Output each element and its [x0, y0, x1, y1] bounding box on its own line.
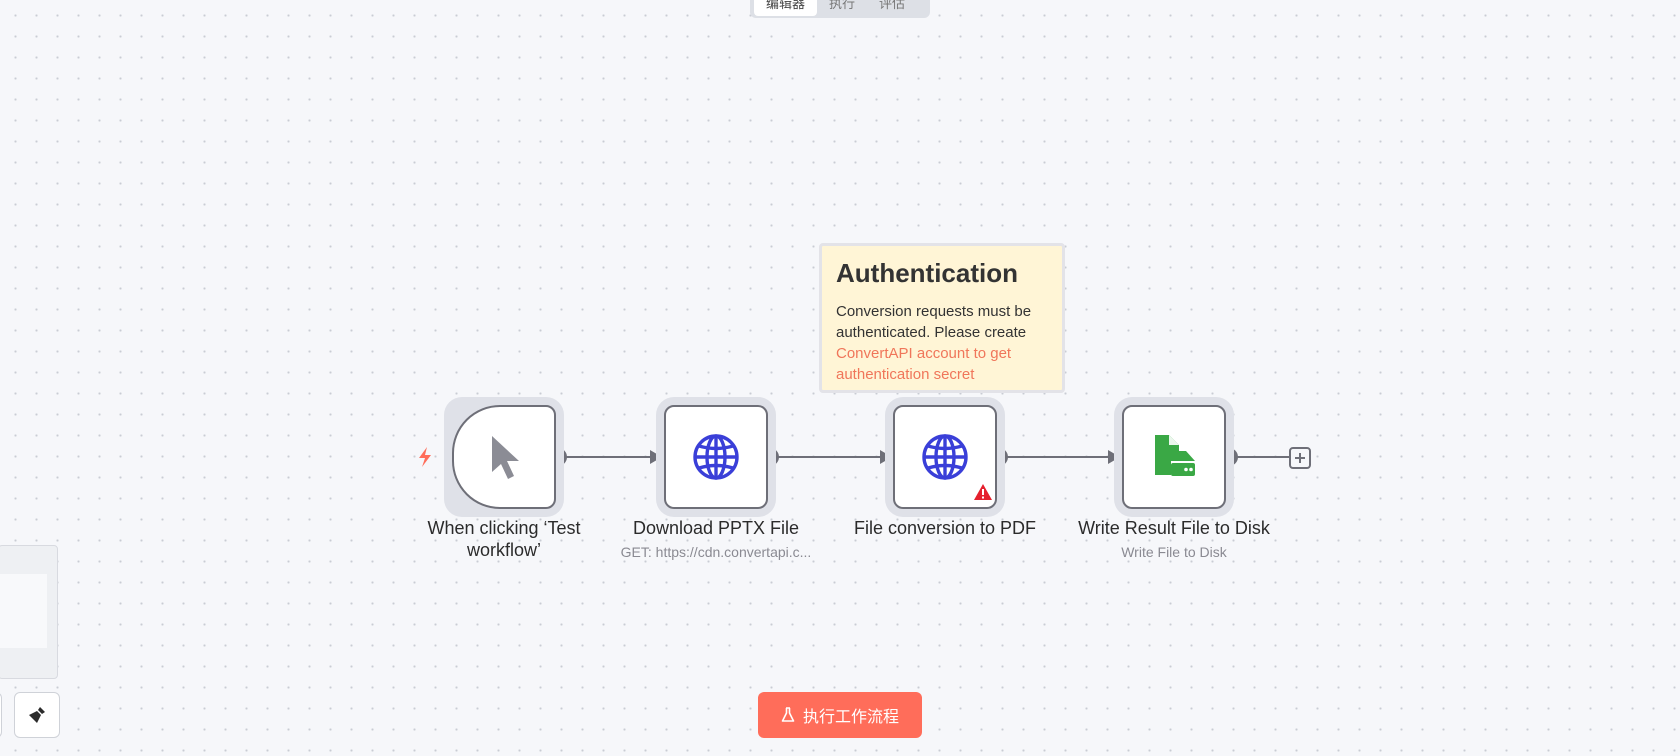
- cursor-icon: [492, 436, 519, 479]
- node-manual-trigger[interactable]: [452, 405, 556, 509]
- node-subtitle: Write File to Disk: [1121, 544, 1227, 560]
- lightning-icon: [419, 447, 431, 467]
- node-title: Write Result File to Disk: [1078, 518, 1270, 538]
- node-download-pptx[interactable]: [664, 405, 768, 509]
- sticky-note-body: Conversion requests must be authenticate…: [836, 303, 1032, 341]
- tab-executions[interactable]: 执行: [829, 0, 856, 12]
- clear-execution-button[interactable]: [14, 692, 60, 738]
- file-disk-icon: [1155, 435, 1195, 476]
- sticky-note[interactable]: Authentication Conversion requests must …: [819, 243, 1065, 393]
- toolbar-button-edge[interactable]: [0, 692, 2, 738]
- node-title: Download PPTX File: [632, 518, 800, 538]
- flask-icon: [781, 707, 795, 722]
- tab-editor[interactable]: 编辑器: [754, 0, 818, 16]
- plus-icon: [1295, 453, 1305, 463]
- warning-icon[interactable]: [973, 483, 993, 501]
- tab-evaluations[interactable]: 评估: [879, 0, 906, 12]
- globe-icon: [922, 434, 968, 480]
- view-tabs: 编辑器 执行 评估: [750, 0, 930, 18]
- node-file-conversion[interactable]: [893, 405, 997, 509]
- execute-workflow-button[interactable]: 执行工作流程: [758, 692, 922, 738]
- node-subtitle: GET: https://cdn.convertapi.c...: [620, 544, 812, 560]
- node-title: File conversion to PDF: [853, 518, 1037, 538]
- sticky-note-title: Authentication: [836, 258, 1018, 288]
- broom-icon: [29, 707, 45, 723]
- add-node-button[interactable]: [1289, 447, 1311, 469]
- sticky-note-link[interactable]: ConvertAPI account to get: [836, 345, 1012, 362]
- sticky-note-link-cut[interactable]: authentication secret: [836, 366, 975, 383]
- side-panel: [0, 545, 58, 679]
- node-write-file[interactable]: [1122, 405, 1226, 509]
- execute-workflow-label: 执行工作流程: [802, 707, 899, 726]
- node-title: When clicking ‘Test workflow’: [427, 518, 581, 560]
- globe-icon: [693, 434, 739, 480]
- side-panel-content: [0, 574, 47, 648]
